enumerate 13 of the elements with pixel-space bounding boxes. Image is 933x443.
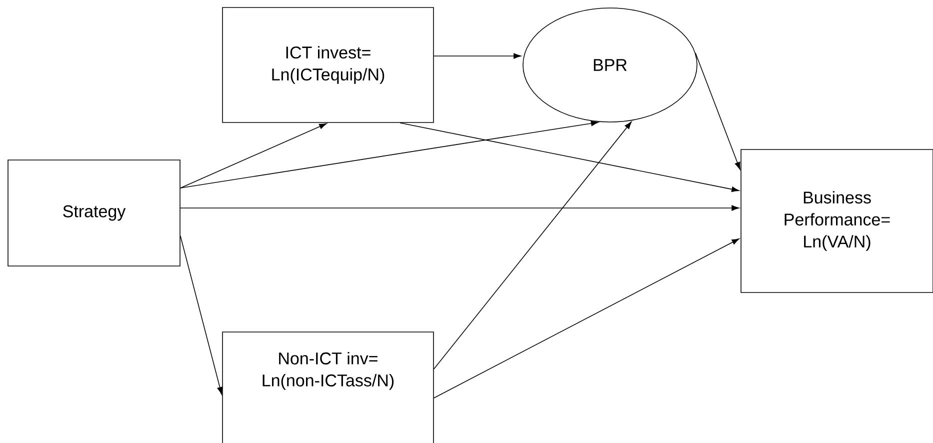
- arrow: [400, 122, 740, 192]
- variable-box: Strategy: [8, 160, 180, 266]
- arrow: [180, 120, 599, 188]
- arrow: [695, 52, 740, 170]
- arrow: [434, 53, 522, 59]
- arrow: [434, 238, 740, 398]
- arrow: [180, 123, 327, 188]
- arrow: [180, 236, 223, 395]
- variable-box: Non-ICT inv= Ln(non-ICTass/N): [222, 332, 434, 443]
- arrow: [180, 205, 740, 211]
- variable-box: ICT invest= Ln(ICTequip/N): [222, 7, 434, 123]
- arrow: [434, 122, 632, 370]
- variable-box: Business Performance= Ln(VA/N): [740, 149, 933, 293]
